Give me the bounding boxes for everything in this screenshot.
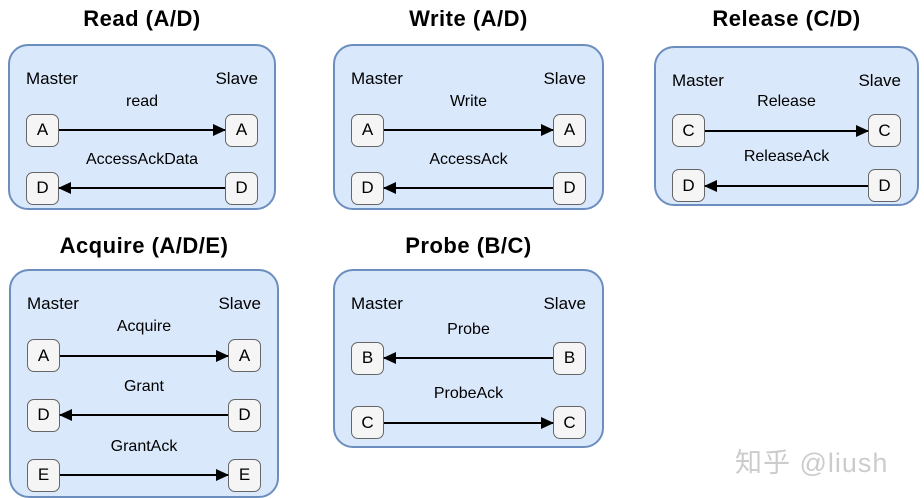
- endpoint-labels: Master Slave: [351, 68, 586, 90]
- message-line: A A: [351, 113, 586, 147]
- channel-node: D: [553, 171, 586, 205]
- message-row: AccessAckData D D: [26, 150, 258, 205]
- master-label: Master: [351, 69, 403, 88]
- message-rows: Acquire A A Grant D D GrantAck E: [27, 315, 261, 494]
- arrow-icon: [705, 184, 868, 187]
- arrow-icon: [59, 187, 225, 189]
- message-line: B B: [351, 341, 586, 375]
- channel-node: A: [228, 339, 261, 373]
- channel-node: C: [672, 114, 705, 147]
- message-line: D D: [351, 171, 586, 205]
- message-line: C C: [672, 114, 901, 147]
- arrow-icon: [384, 129, 553, 131]
- arrow-icon: [384, 357, 553, 360]
- message-label: Release: [757, 93, 816, 110]
- message-line: A A: [27, 339, 261, 373]
- slave-label: Slave: [218, 294, 261, 313]
- arrow-icon: [705, 129, 868, 132]
- channel-node: A: [26, 113, 59, 147]
- panel-title-read: Read (A/D): [83, 6, 201, 31]
- slave-label: Slave: [543, 69, 586, 88]
- slave-label: Slave: [858, 71, 901, 90]
- master-label: Master: [27, 294, 79, 313]
- channel-node: D: [672, 169, 705, 202]
- message-label: Probe: [447, 320, 490, 338]
- message-label: ProbeAck: [433, 385, 504, 403]
- message-label: AccessAck: [429, 150, 508, 168]
- panel-probe: Master Slave Probe B B ProbeAck C C: [333, 269, 604, 448]
- message-label: read: [125, 92, 159, 110]
- message-rows: Probe B B ProbeAck C C: [351, 315, 586, 444]
- arrow-icon: [59, 129, 225, 131]
- channel-node: C: [351, 406, 384, 440]
- channel-node: D: [27, 398, 60, 432]
- channel-node: A: [27, 339, 60, 373]
- arrow-icon: [60, 354, 228, 357]
- panel-title-release: Release (C/D): [712, 6, 861, 31]
- channel-node: E: [27, 458, 60, 492]
- channel-node: A: [553, 113, 586, 147]
- panel-read: Master Slave read A A AccessAckData D D: [8, 44, 276, 210]
- message-label: Acquire: [116, 318, 172, 336]
- message-row: Probe B B: [351, 320, 586, 375]
- message-label: Grant: [123, 377, 164, 395]
- master-label: Master: [351, 294, 403, 313]
- arrow-icon: [384, 421, 553, 424]
- message-row: GrantAck E E: [27, 437, 261, 492]
- message-row: AccessAck D D: [351, 150, 586, 205]
- endpoint-labels: Master Slave: [27, 293, 261, 315]
- message-row: Grant D D: [27, 377, 261, 432]
- channel-node: D: [225, 171, 258, 205]
- message-line: D D: [26, 171, 258, 205]
- slave-label: Slave: [543, 294, 586, 313]
- message-label: ReleaseAck: [743, 148, 830, 165]
- channel-node: D: [351, 171, 384, 205]
- message-rows: Write A A AccessAck D D: [351, 90, 586, 206]
- slave-label: Slave: [215, 69, 258, 88]
- panel-acquire: Master Slave Acquire A A Grant D D: [9, 269, 279, 498]
- message-line: C C: [351, 406, 586, 440]
- message-line: E E: [27, 458, 261, 492]
- endpoint-labels: Master Slave: [672, 70, 901, 92]
- channel-node: C: [553, 406, 586, 440]
- message-row: Acquire A A: [27, 317, 261, 373]
- master-label: Master: [672, 71, 724, 90]
- message-label: GrantAck: [110, 437, 178, 455]
- panel-title-write: Write (A/D): [409, 6, 528, 31]
- panel-release: Master Slave Release C C ReleaseAck D D: [654, 46, 919, 206]
- arrow-icon: [60, 414, 228, 417]
- message-line: A A: [26, 113, 258, 147]
- panel-title-probe: Probe (B/C): [405, 233, 532, 258]
- arrow-icon: [60, 474, 228, 477]
- endpoint-labels: Master Slave: [351, 293, 586, 315]
- message-rows: read A A AccessAckData D D: [26, 90, 258, 206]
- message-row: Release C C: [672, 92, 901, 147]
- message-label: AccessAckData: [85, 150, 199, 168]
- channel-node: A: [225, 113, 258, 147]
- arrow-icon: [384, 187, 553, 189]
- panel-write: Master Slave Write A A AccessAck D D: [333, 44, 604, 210]
- channel-node: E: [228, 458, 261, 492]
- panel-title-acquire: Acquire (A/D/E): [59, 233, 229, 258]
- channel-node: B: [351, 341, 384, 375]
- channel-node: D: [228, 398, 261, 432]
- message-row: Write A A: [351, 92, 586, 147]
- message-line: D D: [27, 398, 261, 432]
- message-row: read A A: [26, 92, 258, 147]
- endpoint-labels: Master Slave: [26, 68, 258, 90]
- channel-node: D: [868, 169, 901, 202]
- channel-node: A: [351, 113, 384, 147]
- channel-node: B: [553, 341, 586, 375]
- channel-node: C: [868, 114, 901, 147]
- message-rows: Release C C ReleaseAck D D: [672, 92, 901, 202]
- master-label: Master: [26, 69, 78, 88]
- message-label: Write: [449, 92, 488, 110]
- channel-node: D: [26, 171, 59, 205]
- message-line: D D: [672, 169, 901, 202]
- watermark: 知乎 @liush: [735, 448, 889, 478]
- message-row: ProbeAck C C: [351, 384, 586, 440]
- message-row: ReleaseAck D D: [672, 147, 901, 202]
